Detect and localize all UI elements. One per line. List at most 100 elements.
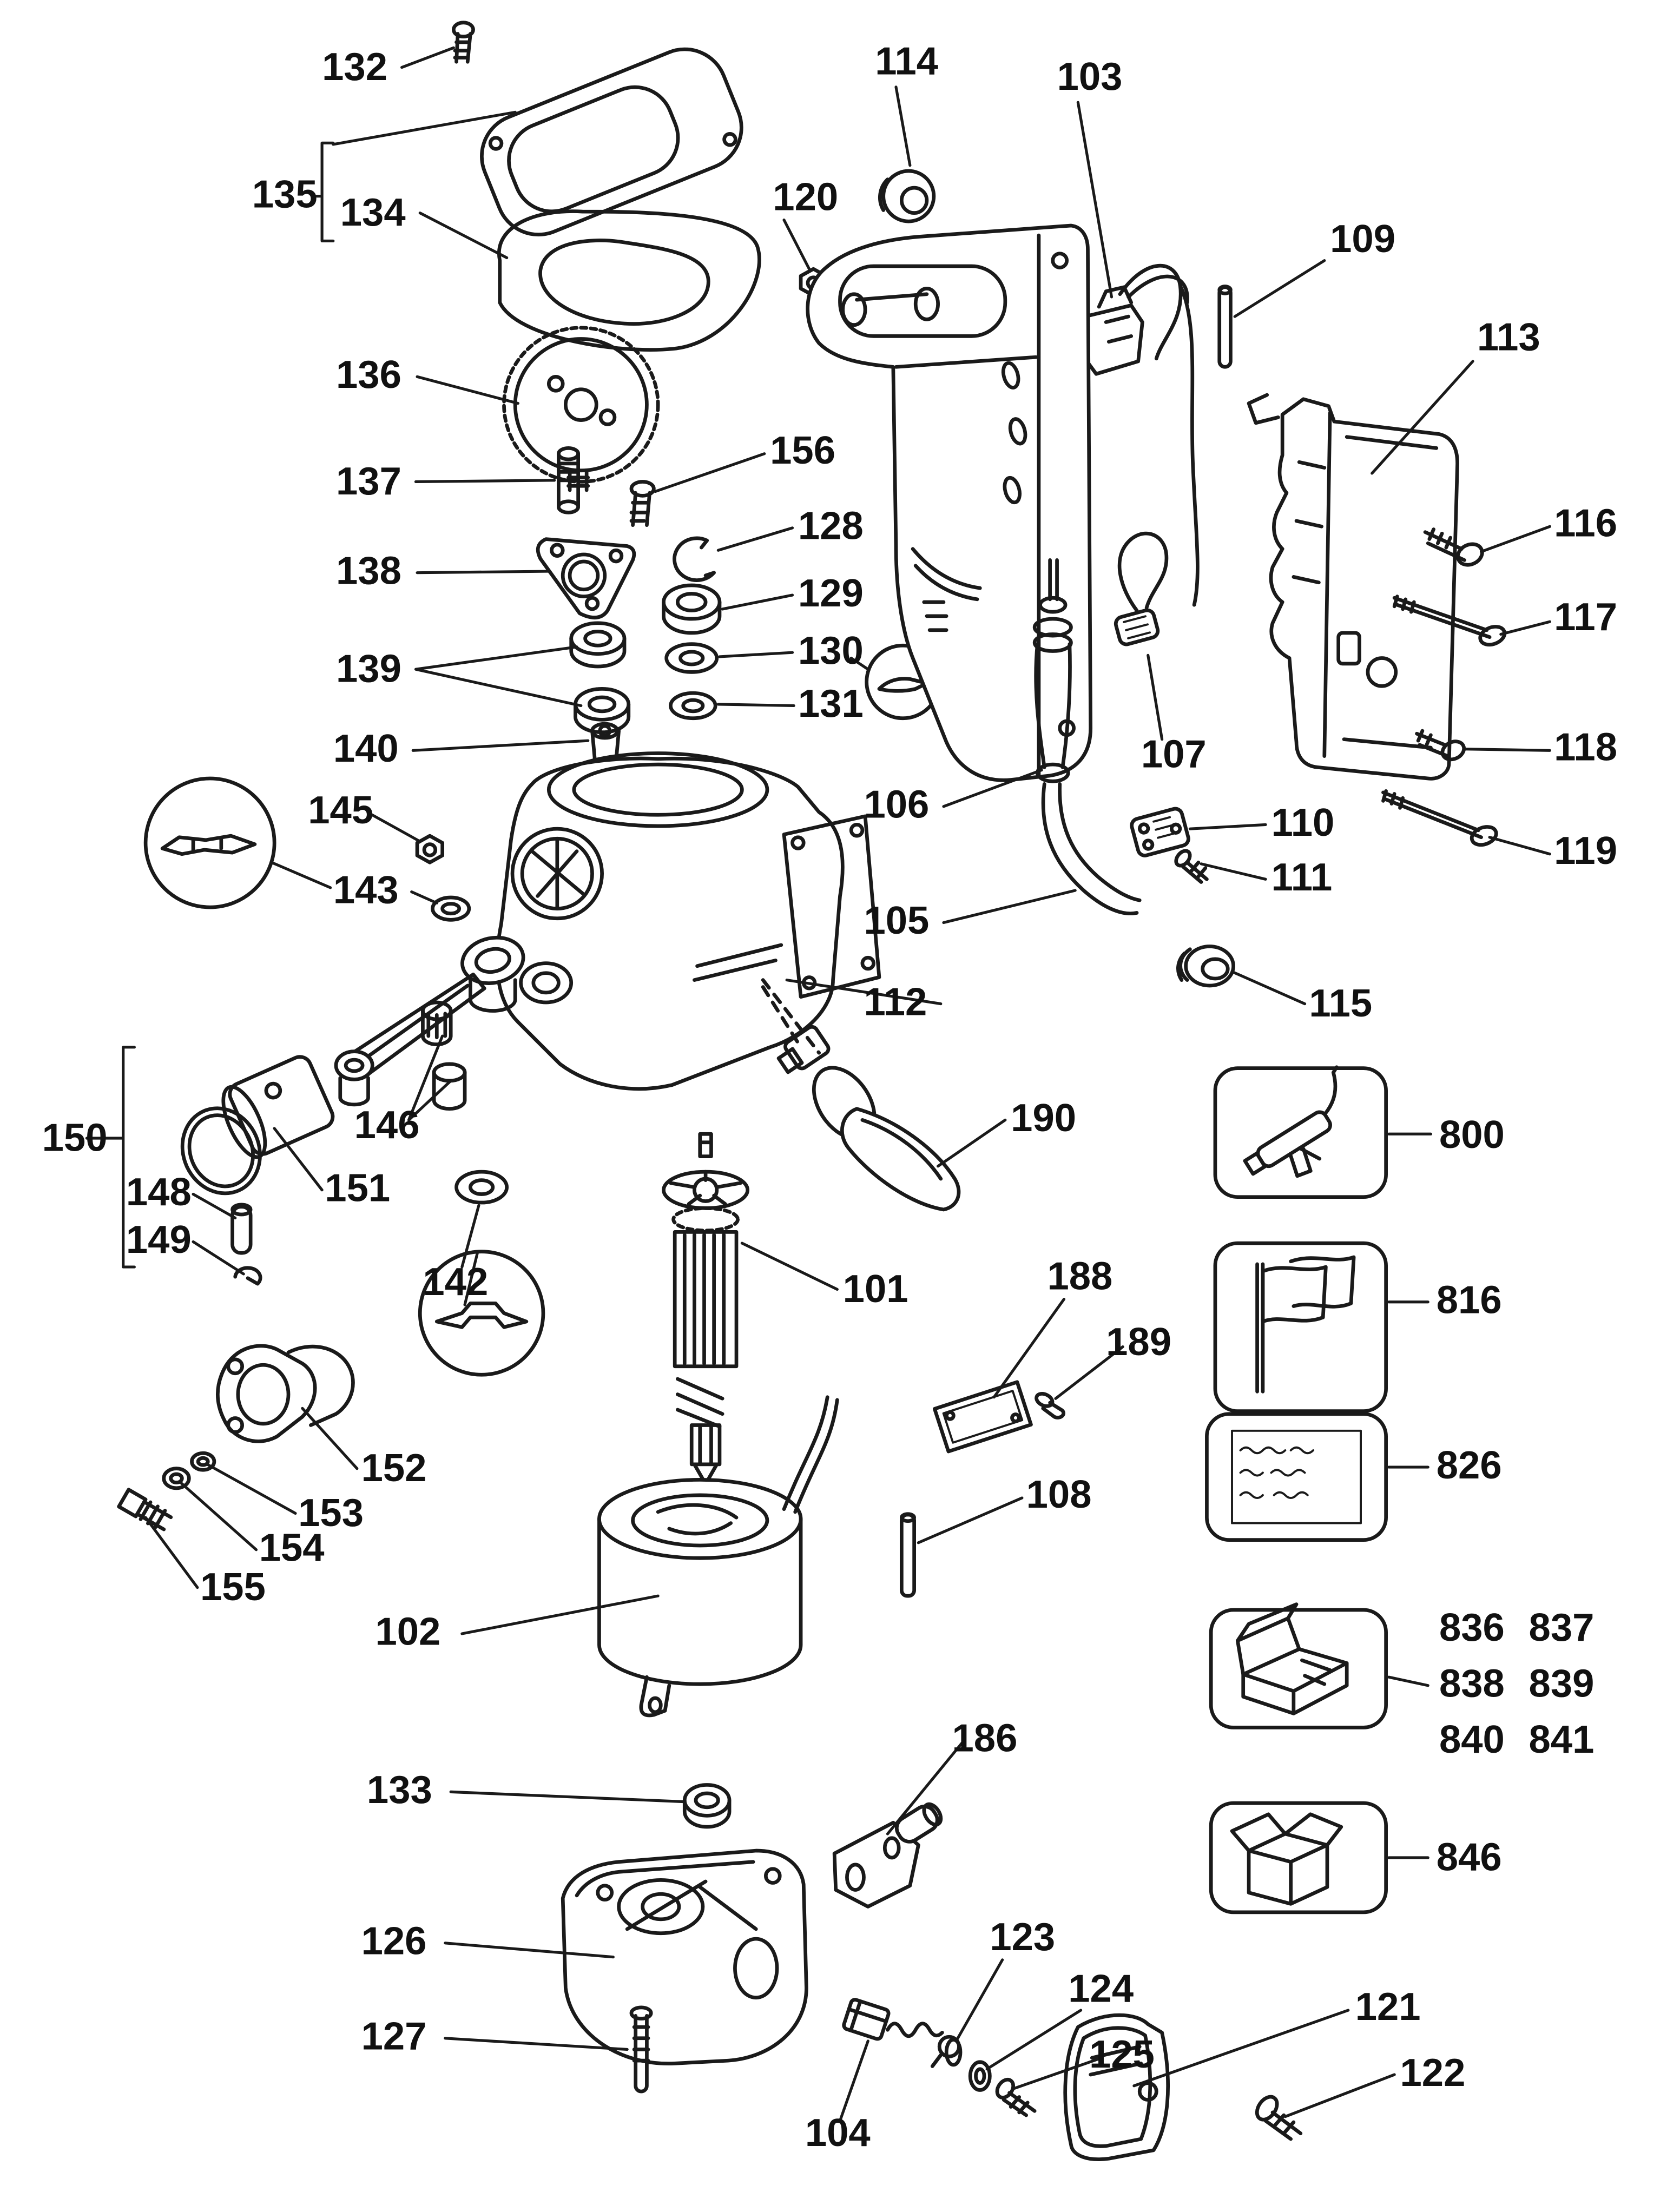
- leader-line-123: [954, 1958, 1004, 2043]
- part-107-connector-illustration: [1114, 531, 1169, 646]
- part-123-washer-illustration: [944, 2037, 963, 2067]
- leader-line-151: [273, 1127, 324, 1192]
- part-label-131: 131: [798, 682, 864, 725]
- part-106-cord-protector-illustration: [1032, 558, 1073, 783]
- part-label-816: 816: [1437, 1278, 1502, 1322]
- callout-126: 126: [361, 1919, 615, 1963]
- callout-186: 186: [886, 1716, 1018, 1835]
- part-label-118: 118: [1554, 725, 1617, 769]
- part-124-washer-illustration: [968, 2060, 992, 2092]
- part-129-bearing-illustration: [662, 583, 722, 635]
- part-label-837: 837: [1529, 1606, 1595, 1649]
- part-label-130: 130: [798, 629, 864, 672]
- callout-108: 108: [917, 1473, 1091, 1544]
- part-155-bolt-illustration: [117, 1488, 173, 1531]
- callout-122: 122: [1283, 2051, 1465, 2118]
- callout-115: 115: [1230, 970, 1372, 1025]
- leader-line-127: [444, 2037, 629, 2051]
- callout-800: 800: [1387, 1113, 1505, 1157]
- callout-127: 127: [361, 2014, 629, 2058]
- callout-148: 148: [126, 1170, 237, 1220]
- part-label-125: 125: [1089, 2032, 1155, 2076]
- leader-line-117: [1499, 620, 1551, 636]
- leader-line-156: [654, 452, 766, 493]
- part-label-826: 826: [1437, 1443, 1502, 1487]
- callout-113: 113: [1371, 315, 1540, 475]
- callout-188: 188: [992, 1254, 1112, 1399]
- leader-line-135: [332, 110, 517, 146]
- callout-846: 846: [1387, 1835, 1502, 1879]
- part-label-122: 122: [1400, 2051, 1465, 2095]
- leader-line-132: [400, 46, 455, 69]
- part-label-838: 838: [1439, 1661, 1505, 1705]
- part-label-846: 846: [1437, 1835, 1502, 1879]
- callout-152: 152: [301, 1407, 426, 1490]
- callout-138: 138: [336, 549, 550, 592]
- leader-line-109: [1233, 259, 1326, 318]
- leader-line-112: [785, 979, 943, 1006]
- part-label-839: 839: [1529, 1661, 1595, 1705]
- part-label-124: 124: [1068, 1967, 1134, 2011]
- bracket-150: [85, 1046, 136, 1269]
- flag-icon: [1255, 1255, 1356, 1394]
- part-153-washer-illustration: [190, 1451, 216, 1472]
- part-113-handle-housing-illustration: [1247, 393, 1459, 781]
- part-128-circlip-illustration: [673, 536, 716, 582]
- part-130-wave-washer-illustration: [664, 642, 719, 674]
- accessory-box-800: [1213, 1065, 1388, 1199]
- part-117-bolt-illustration: [1392, 595, 1507, 647]
- part-label-135: 135: [252, 172, 318, 216]
- leader-line-125: [1012, 2056, 1103, 2090]
- part-122-screw-illustration: [1255, 2095, 1303, 2141]
- callout-121: 121: [1132, 1985, 1421, 2088]
- callout-136: 136: [336, 353, 519, 405]
- callout-131: 131: [716, 682, 864, 725]
- part-125-screw-illustration: [995, 2077, 1037, 2117]
- callout-153: 153: [206, 1463, 364, 1535]
- part-190-side-handle-illustration: [761, 985, 961, 1212]
- leader-line-190: [937, 1118, 1007, 1168]
- part-label-150: 150: [42, 1115, 108, 1159]
- callout-836-841: 836 837 838 839 840 841: [1387, 1606, 1595, 1761]
- leader-line-143: [410, 890, 438, 904]
- callout-112: 112: [785, 979, 943, 1024]
- part-label-117: 117: [1554, 595, 1617, 639]
- part-101-armature-illustration: [662, 1132, 750, 1486]
- part-115-grommet-illustration: [1176, 945, 1235, 988]
- part-label-119: 119: [1554, 829, 1617, 873]
- callout-132: 132: [322, 45, 455, 89]
- callout-134: 134: [340, 190, 509, 260]
- callout-103: 103: [1057, 55, 1122, 299]
- part-label-186: 186: [952, 1716, 1018, 1760]
- leader-line-140: [411, 739, 590, 752]
- part-label-800: 800: [1439, 1113, 1505, 1157]
- callout-139: 139: [336, 645, 583, 708]
- part-label-153: 153: [298, 1491, 364, 1535]
- leader-line-129: [721, 593, 794, 611]
- callout-102: 102: [375, 1594, 660, 1654]
- callout-150: 150: [42, 1115, 108, 1159]
- accessory-box-816: [1213, 1241, 1388, 1413]
- callout-135: 135: [252, 110, 517, 216]
- part-104-carbon-brush-illustration: [842, 1998, 961, 2068]
- callout-114: 114: [875, 39, 938, 167]
- leader-line-120: [782, 219, 811, 270]
- part-131-washer-illustration: [669, 691, 717, 721]
- leader-line-124: [985, 2009, 1083, 2071]
- leader-line-130: [718, 651, 794, 658]
- part-label-133: 133: [367, 1768, 432, 1812]
- part-label-126: 126: [361, 1919, 427, 1963]
- part-132-screw-illustration: [451, 21, 475, 64]
- leader-line-105: [942, 889, 1077, 925]
- leader-line-142-detail: [463, 1251, 479, 1306]
- callout-105: 105: [864, 889, 1077, 942]
- part-105-power-cord-illustration: [1041, 782, 1142, 916]
- leader-line-101: [740, 1242, 839, 1291]
- callout-118: 118: [1462, 725, 1617, 769]
- part-label-123: 123: [990, 1915, 1055, 1959]
- part-142-washer-illustration: [454, 1170, 509, 1205]
- leader-line-146: [407, 1034, 452, 1121]
- part-label-101: 101: [843, 1267, 908, 1311]
- leader-line-114: [894, 85, 912, 167]
